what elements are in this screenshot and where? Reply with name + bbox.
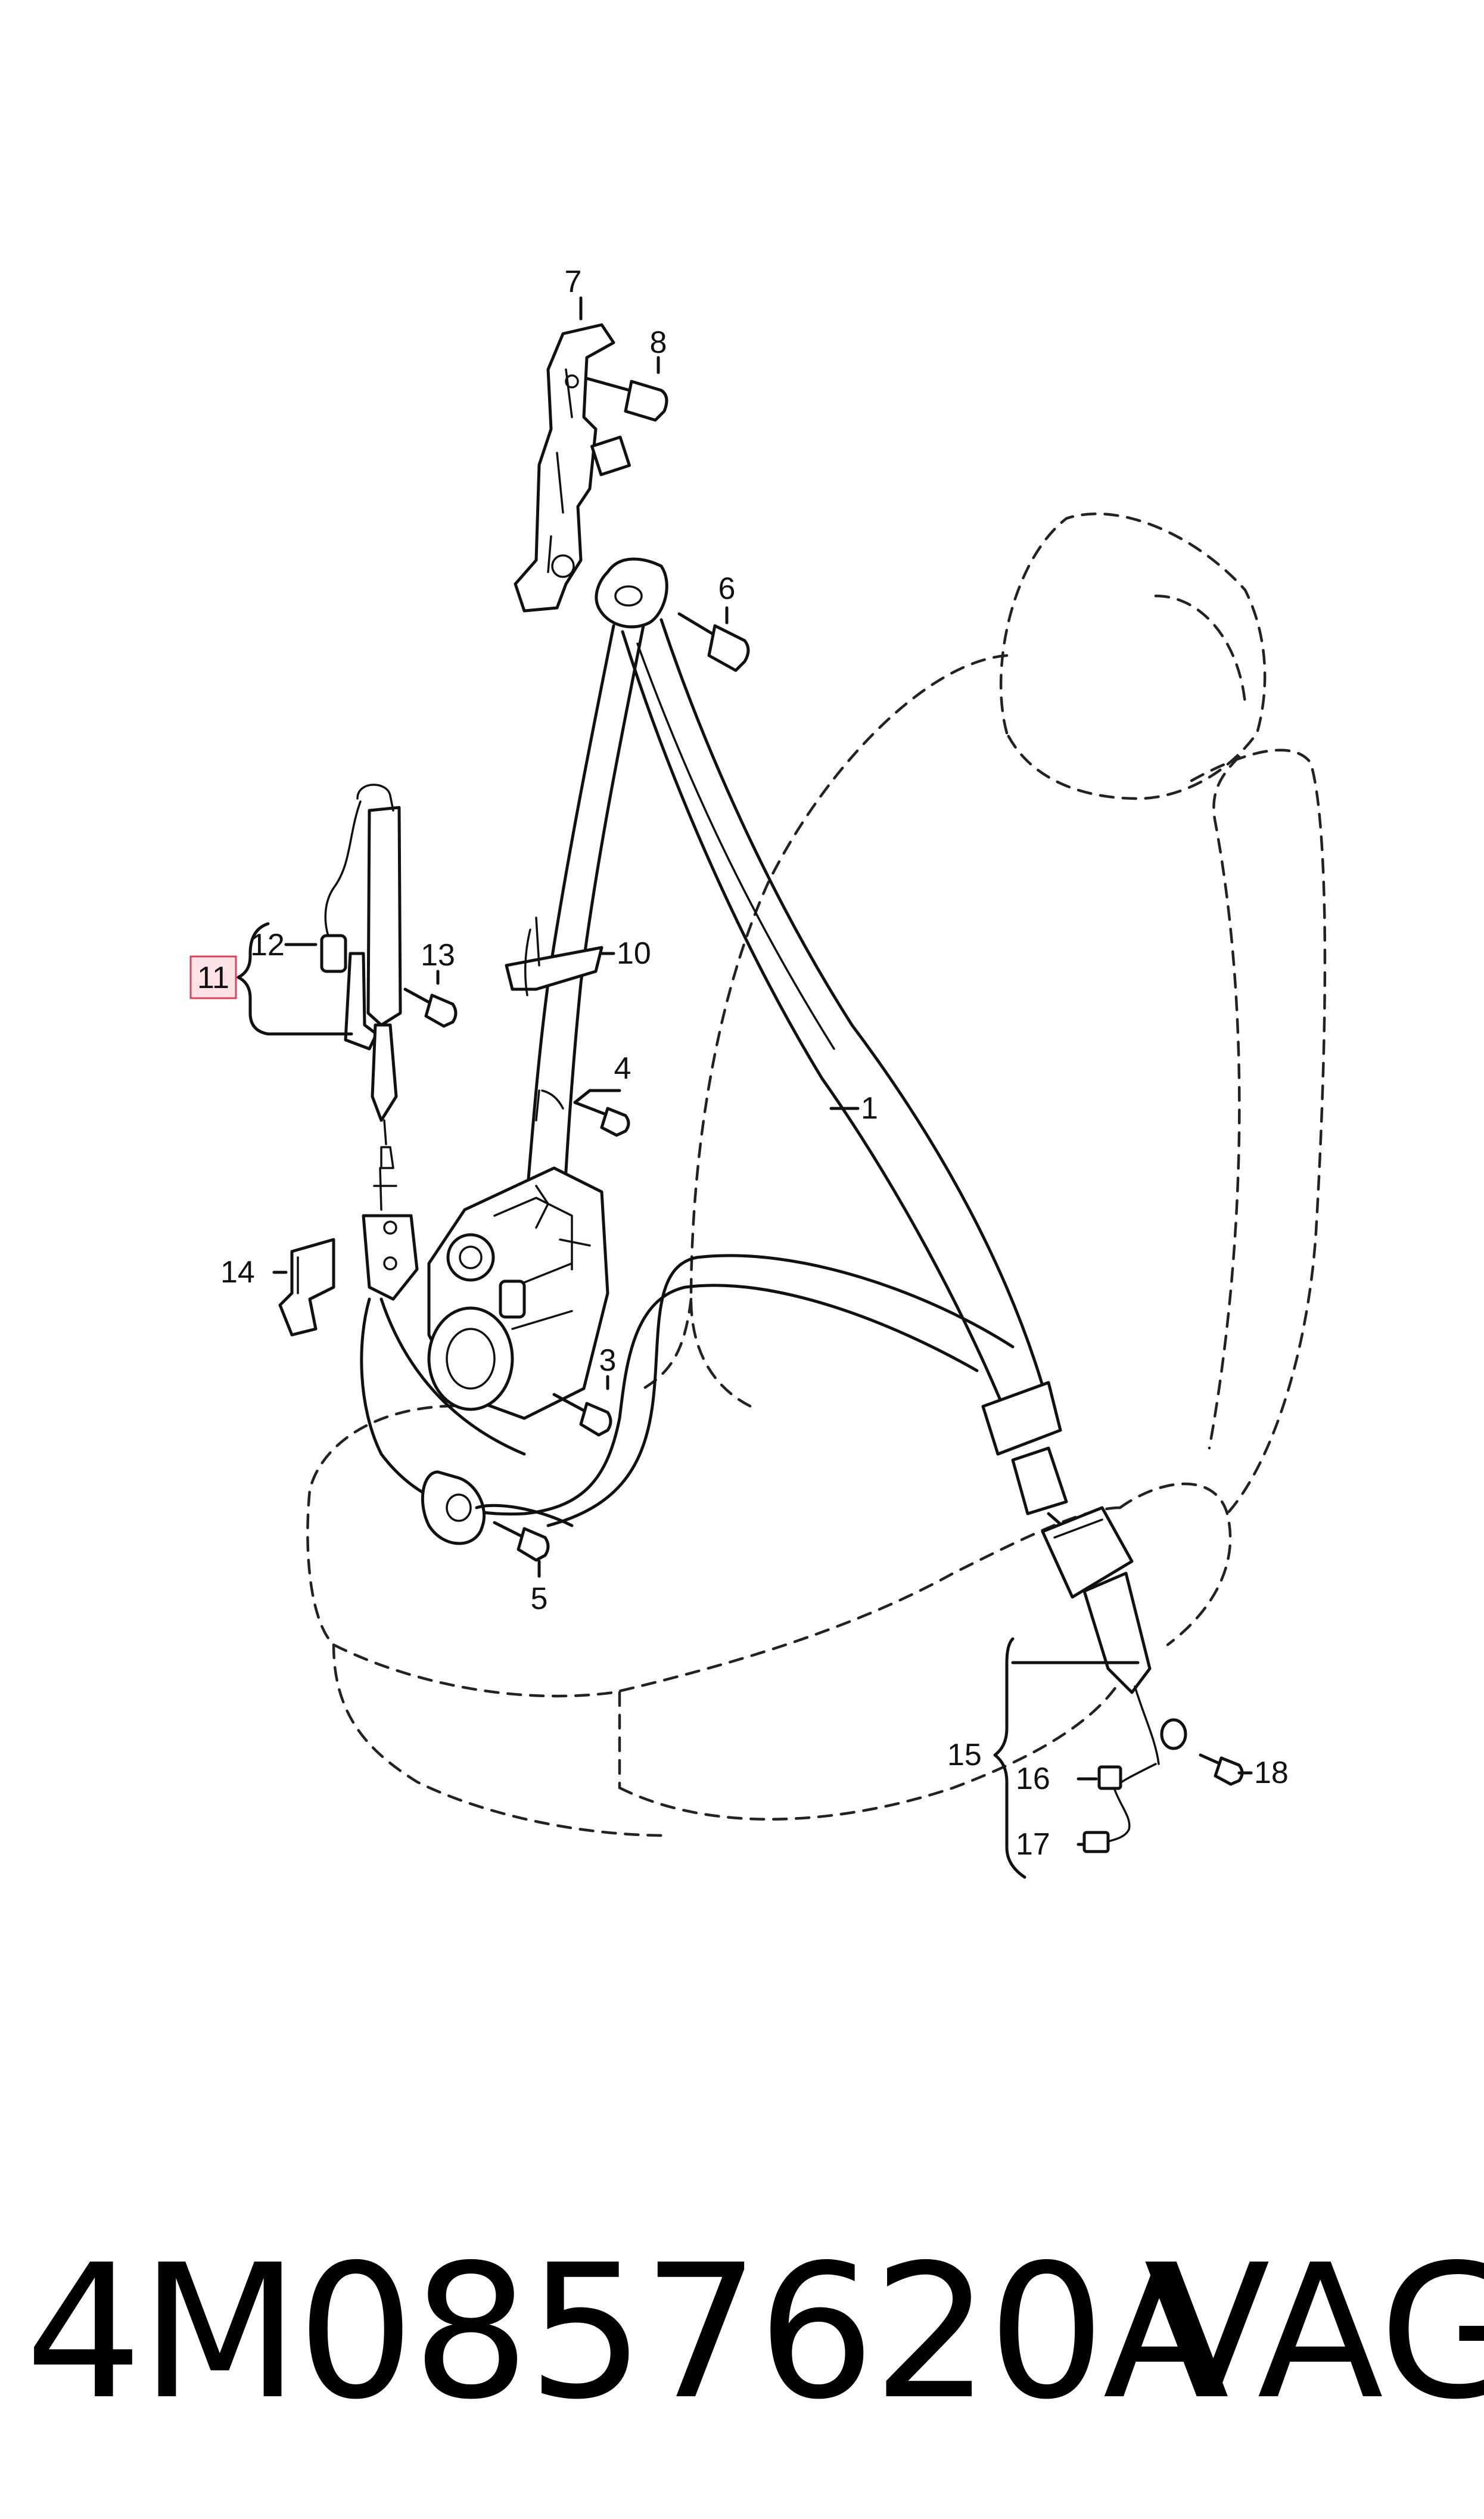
seat-outline — [306, 513, 1327, 1837]
seat-belt-exploded-diagram: 7 8 6 10 1 4 3 5 13 12 11 14 15 16 17 18 — [189, 265, 1327, 1879]
callout-4: 4 — [614, 1051, 631, 1086]
height-adjuster-rail — [514, 323, 631, 613]
part-number: 4M0857620A — [25, 2225, 1229, 2440]
leader-lines — [237, 296, 1253, 1879]
belt-tensioner — [320, 784, 419, 1301]
callout-14: 14 — [220, 1255, 255, 1290]
bolt-13 — [403, 987, 458, 1028]
seat-belt-buckle — [1041, 1506, 1187, 1853]
upper-belt-guide — [595, 557, 668, 629]
bolt-18 — [1199, 1753, 1244, 1786]
callout-13: 13 — [421, 938, 455, 973]
belt-webbing — [360, 618, 1098, 1557]
callout-15: 15 — [947, 1738, 982, 1772]
callout-6: 6 — [718, 571, 736, 606]
brand-label: VAG — [1144, 2225, 1484, 2440]
callouts: 7 8 6 10 1 4 3 5 13 12 11 14 15 16 17 18 — [197, 265, 1289, 1862]
callout-1: 1 — [861, 1091, 878, 1126]
callout-11-highlight — [189, 955, 237, 999]
bolt-8 — [585, 377, 668, 422]
bolt-6 — [677, 612, 750, 672]
callout-18: 18 — [1254, 1756, 1289, 1790]
callout-8: 8 — [650, 325, 667, 360]
callout-17: 17 — [1016, 1827, 1050, 1862]
bolt-3 — [552, 1393, 612, 1437]
callout-11: 11 — [197, 961, 229, 995]
lower-anchor — [421, 1470, 574, 1545]
callout-12: 12 — [250, 928, 285, 962]
callout-10: 10 — [617, 936, 651, 971]
belt-guide-bracket-10 — [505, 917, 603, 996]
clip-14 — [278, 1238, 335, 1337]
belt-retractor — [427, 1166, 609, 1420]
bolt-4 — [535, 1089, 630, 1137]
callout-7: 7 — [565, 265, 582, 299]
callout-3: 3 — [599, 1343, 617, 1378]
callout-16: 16 — [1016, 1762, 1050, 1796]
bolt-5 — [493, 1521, 550, 1562]
callout-5: 5 — [531, 1582, 548, 1616]
